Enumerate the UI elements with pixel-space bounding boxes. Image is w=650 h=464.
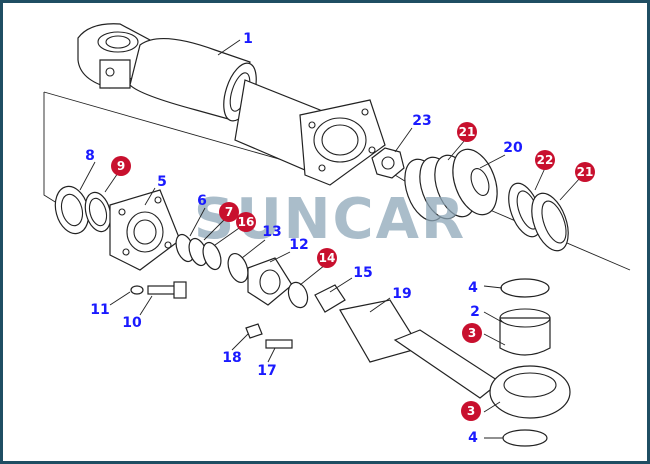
leader-lines xyxy=(79,39,581,439)
label-18: 18 xyxy=(222,350,241,366)
label-5: 5 xyxy=(157,174,167,190)
badge-7: 7 xyxy=(219,202,239,222)
label-10: 10 xyxy=(122,315,142,331)
svg-text:7: 7 xyxy=(225,205,233,219)
label-8: 8 xyxy=(85,148,95,164)
badge-21-right: 21 xyxy=(575,162,595,182)
piston-rod xyxy=(314,284,571,419)
rod-seals xyxy=(175,233,249,284)
badge-3-top: 3 xyxy=(462,323,482,343)
svg-text:21: 21 xyxy=(577,165,594,179)
label-4-bottom: 4 xyxy=(468,430,478,446)
label-2: 2 xyxy=(470,304,480,320)
nut xyxy=(371,147,405,179)
svg-text:21: 21 xyxy=(459,125,476,139)
label-4-top: 4 xyxy=(468,280,478,296)
badge-22: 22 xyxy=(535,150,555,170)
label-15: 15 xyxy=(353,265,372,281)
badge-14: 14 xyxy=(317,248,337,268)
label-17: 17 xyxy=(257,363,276,379)
grease-fitting xyxy=(245,323,293,349)
label-12: 12 xyxy=(289,237,308,253)
label-1: 1 xyxy=(243,31,253,47)
badge-9: 9 xyxy=(111,156,131,176)
badge-3-bottom: 3 xyxy=(461,401,481,421)
cylinder-tube xyxy=(77,23,386,186)
label-6: 6 xyxy=(197,193,207,209)
label-11: 11 xyxy=(90,302,109,318)
label-23: 23 xyxy=(412,113,431,129)
retainer xyxy=(247,257,309,309)
label-19: 19 xyxy=(392,286,411,302)
svg-text:9: 9 xyxy=(117,159,125,173)
piston-rings xyxy=(508,182,569,252)
bolt xyxy=(130,281,187,299)
svg-text:14: 14 xyxy=(319,251,336,265)
badge-16: 16 xyxy=(236,212,256,232)
label-13: 13 xyxy=(262,224,281,240)
badge-21-top: 21 xyxy=(457,122,477,142)
badges: 9 7 16 14 21 22 21 3 xyxy=(111,122,595,421)
exploded-cylinder-diagram: SUNCAR 1 2 4 4 5 6 8 10 11 12 13 15 17 1… xyxy=(43,23,631,447)
svg-text:3: 3 xyxy=(467,404,475,418)
cylinder-head xyxy=(54,185,181,271)
piston xyxy=(404,148,498,222)
svg-text:3: 3 xyxy=(468,326,476,340)
bushing xyxy=(499,278,551,447)
label-20: 20 xyxy=(503,140,523,156)
svg-text:16: 16 xyxy=(238,215,255,229)
part-labels: 1 2 4 4 5 6 8 10 11 12 13 15 17 18 19 20… xyxy=(85,31,523,446)
svg-text:22: 22 xyxy=(537,153,554,167)
